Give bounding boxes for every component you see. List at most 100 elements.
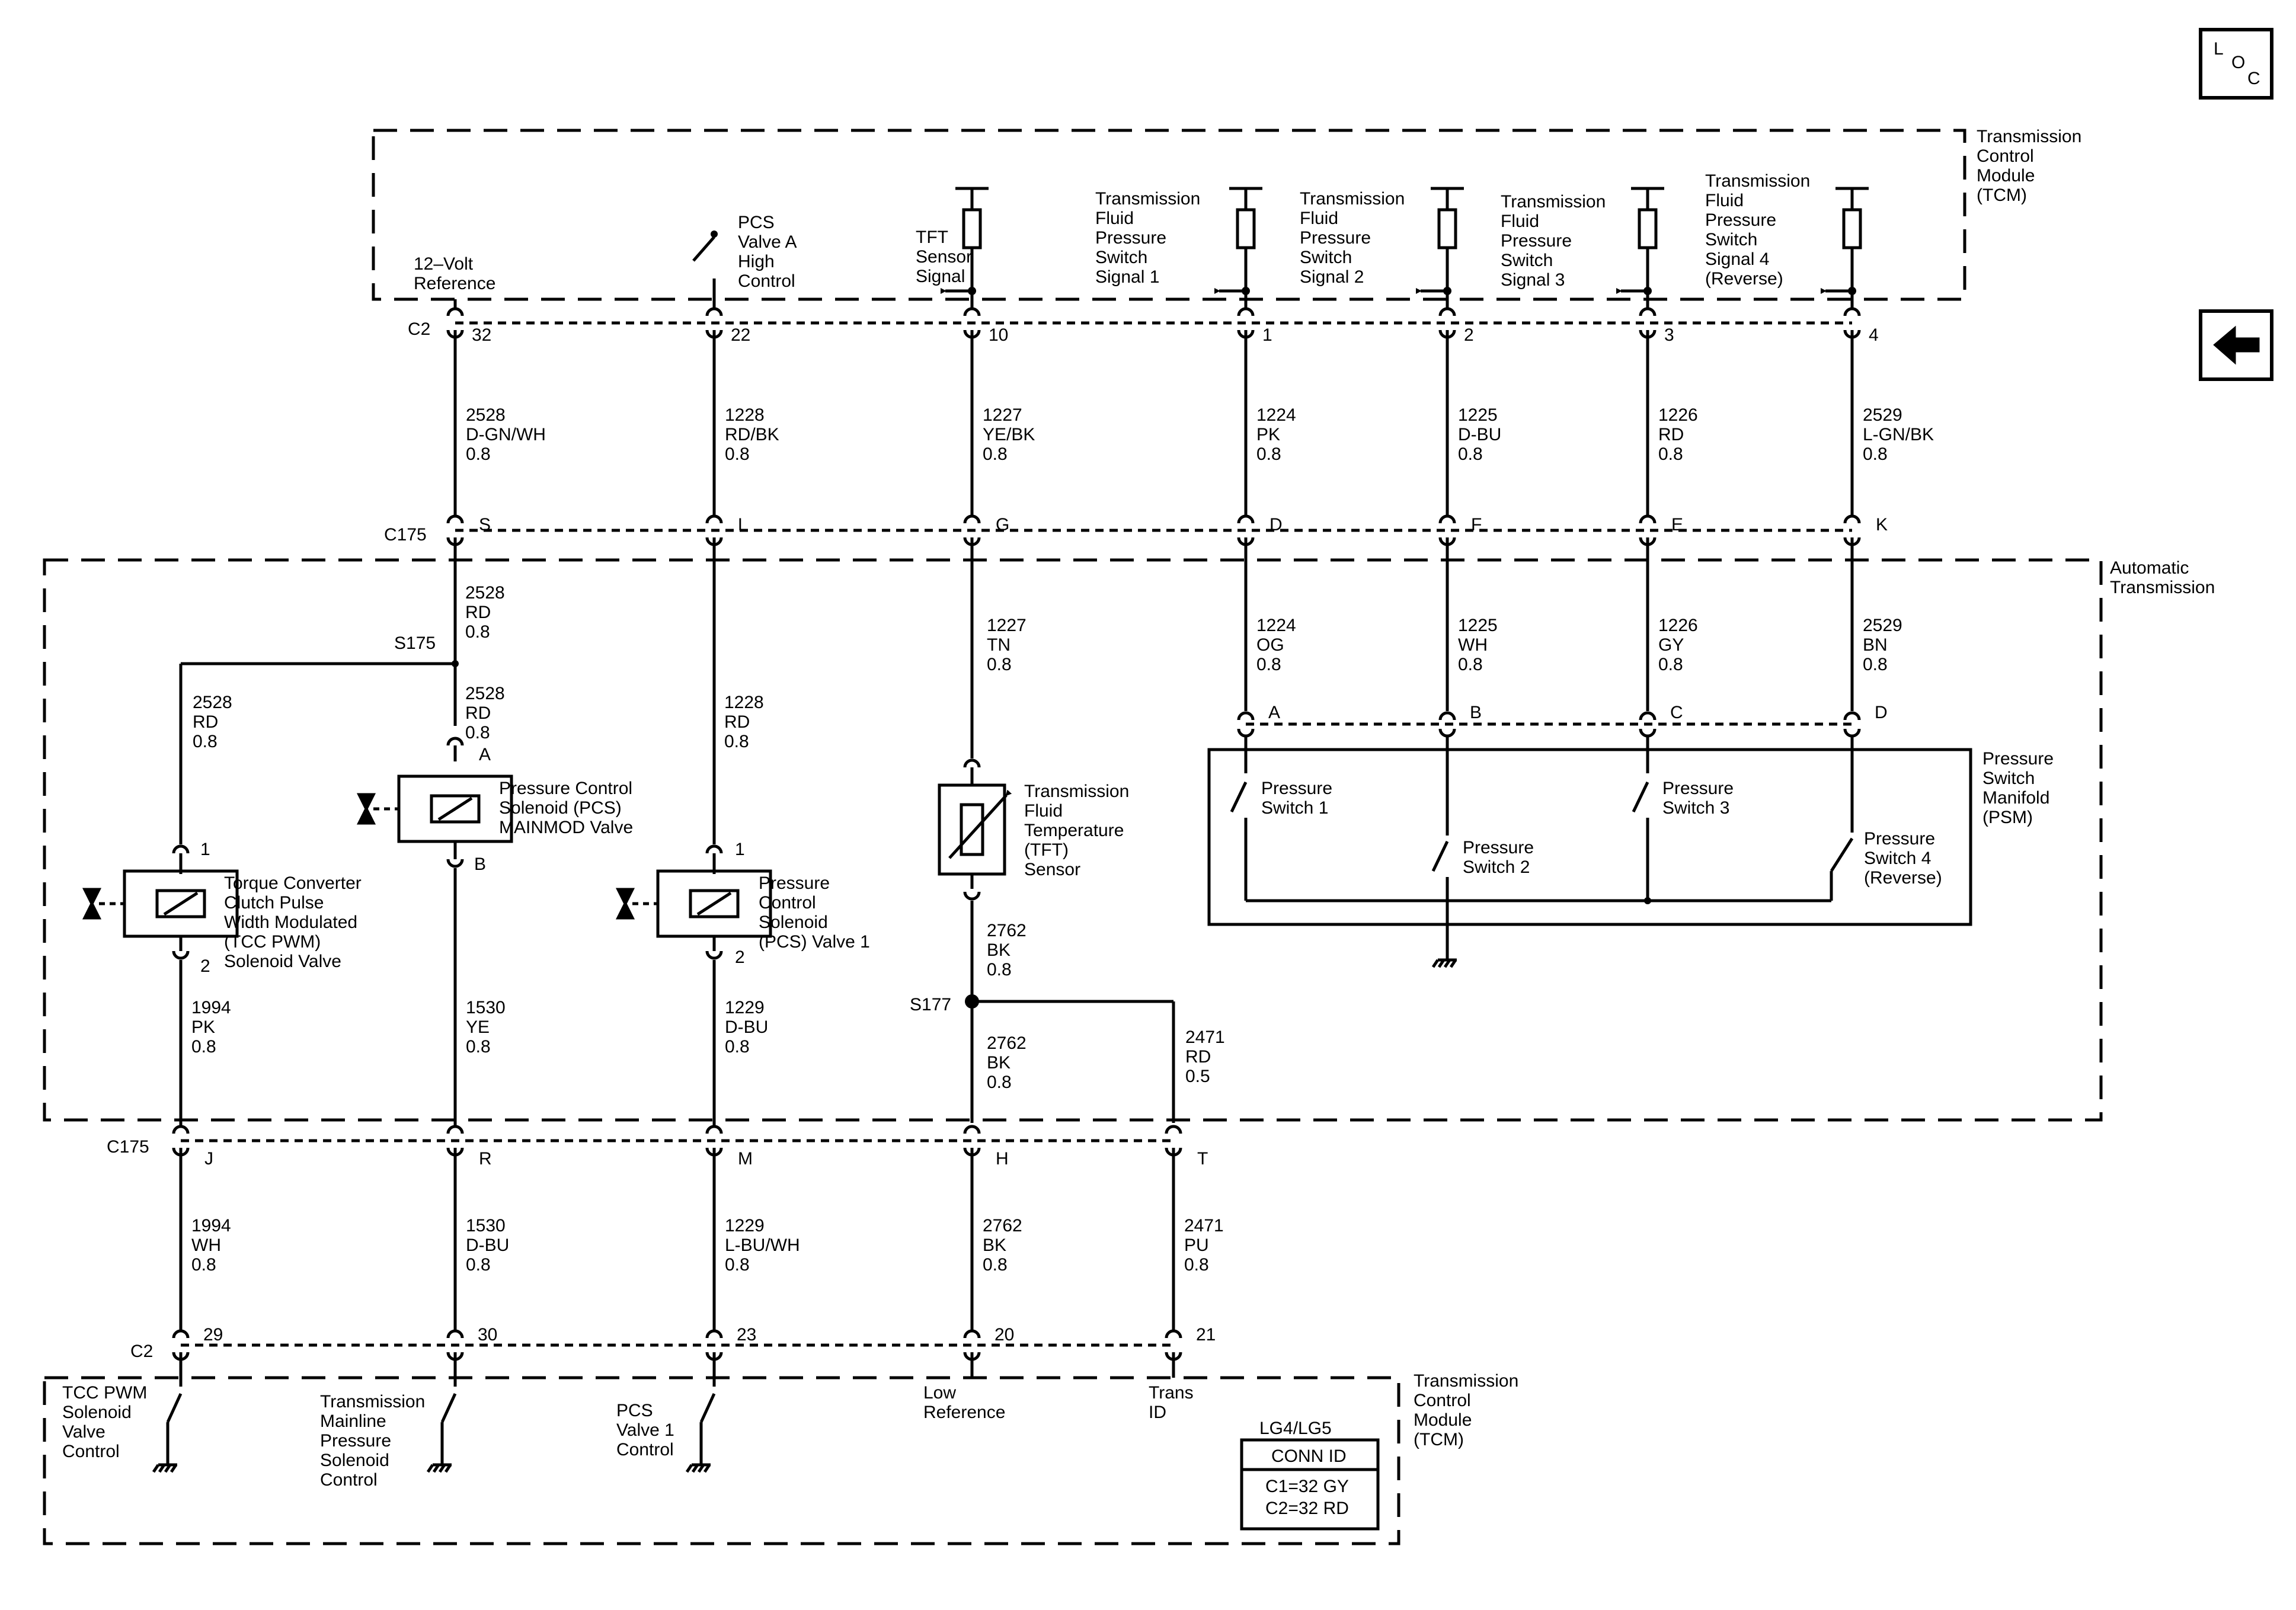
label-tfps-signal-4-line-1: Fluid — [1705, 191, 1744, 210]
tcm-input-6-pullup-resistor — [1842, 208, 1862, 249]
label-tfps-signal-2-line-0: Transmission — [1300, 189, 1405, 209]
wire-label-2528-rd-a-line-1: RD — [465, 603, 491, 622]
c175-bottom-terminal — [172, 1125, 190, 1134]
tcc-pin-1-terminal — [172, 844, 190, 854]
c2-top-pin-3: 3 — [1664, 325, 1674, 345]
c175-top-terminal — [705, 514, 723, 524]
upper-wire-label-1228-line-2: 0.8 — [725, 444, 750, 464]
label-tft-sensor-line-0: Transmission — [1024, 782, 1129, 801]
c175-top-terminal — [1843, 514, 1861, 524]
psm-label-line-2: Manifold — [1982, 788, 2049, 808]
label-tfps-signal-3-line-4: Signal 3 — [1501, 270, 1565, 290]
label-tfps-signal-3-line-3: Switch — [1501, 251, 1553, 270]
wire-label-2528-rd-b-line-2: 0.8 — [193, 732, 218, 751]
wire-label-1225-psm-line-2: 0.8 — [1458, 655, 1483, 674]
wire-label-2529-psm-line-1: BN — [1863, 635, 1888, 655]
wire-label-1229-mid-line-2: 0.8 — [725, 1037, 750, 1057]
label-pcs-valve-1-control-line-2: Control — [616, 1440, 674, 1459]
label-low-reference-line-1: Reference — [923, 1403, 1005, 1422]
c175-top-pin-E: E — [1671, 515, 1683, 534]
label-mainline-pressure-control-line-4: Control — [320, 1470, 378, 1490]
tcm-bottom-label-line-2: Module — [1414, 1410, 1472, 1430]
label-tfps-signal-3-line-2: Pressure — [1501, 231, 1572, 251]
wire-label-1227-tn-line-2: 0.8 — [987, 655, 1012, 674]
label-tfps-signal-1-line-4: Signal 1 — [1095, 267, 1159, 287]
wire-label-2528-rd-a-line-0: 2528 — [465, 583, 505, 603]
tcc-pwm-solenoid-coil-slash — [163, 891, 199, 916]
label-tft-sensor-signal-line-2: Signal — [916, 267, 965, 286]
c175-bottom-terminal — [1165, 1125, 1182, 1134]
s177-splice — [965, 994, 979, 1009]
label-pcs-valve-1-line-0: Pressure — [759, 873, 830, 893]
upper-wire-label-1228-line-1: RD/BK — [725, 425, 779, 444]
label-mainline-pressure-control-line-2: Pressure — [320, 1431, 391, 1451]
label-tfps-signal-2-line-4: Signal 2 — [1300, 267, 1364, 287]
wire-label-2528-rd-b-line-1: RD — [193, 712, 218, 732]
c175-top-pin-G: G — [996, 515, 1009, 534]
tcm-bottom-ground-hatch — [685, 1464, 693, 1473]
tcm-top-label-line-1: Control — [1977, 146, 2034, 166]
wire-label-2529-psm-line-0: 2529 — [1863, 616, 1902, 635]
c175-top-pin-S: S — [479, 515, 491, 534]
c175-bottom-terminal — [963, 1125, 981, 1134]
c175-top-label: C175 — [384, 525, 427, 545]
label-tcc-pwm-control-line-3: Control — [62, 1442, 120, 1461]
c175-bottom-pin-H: H — [996, 1149, 1009, 1169]
upper-wire-label-1226-line-1: RD — [1658, 425, 1684, 444]
conn-id-variant: LG4/LG5 — [1259, 1419, 1332, 1438]
wire-label-1530-mid-line-1: YE — [466, 1017, 490, 1037]
label-12v-reference-line-1: Reference — [414, 274, 495, 293]
label-tfps-signal-1-line-3: Switch — [1095, 248, 1147, 267]
wire-label-1228-rd-line-1: RD — [724, 712, 750, 732]
c2-top-pin-22: 22 — [731, 325, 750, 345]
wire-label-1530-mid-line-0: 1530 — [466, 998, 506, 1017]
wire-label-1225-psm-line-1: WH — [1458, 635, 1488, 655]
psm-ground-hatch — [1431, 959, 1440, 968]
label-mainline-pressure-control-line-1: Mainline — [320, 1411, 386, 1431]
wire-label-1224-psm-line-0: 1224 — [1256, 616, 1296, 635]
upper-wire-label-1226-line-0: 1226 — [1658, 405, 1698, 425]
wire-label-2471-rd-line-2: 0.5 — [1185, 1067, 1210, 1086]
psm-terminal-top — [1843, 711, 1861, 721]
tcm-input-3-node — [1242, 287, 1250, 295]
conn-id-c1: C1=32 GY — [1265, 1477, 1349, 1496]
c2-top-pin-1: 1 — [1262, 325, 1272, 345]
s175-label: S175 — [394, 633, 436, 653]
c175-bottom-pin-R: R — [479, 1149, 492, 1169]
tcm-bottom-ground-hatch — [432, 1464, 440, 1473]
upper-wire-label-2528-line-0: 2528 — [466, 405, 506, 425]
ps3-blade — [1632, 781, 1649, 813]
tcm-bottom-ground-hatch — [170, 1464, 178, 1473]
c175-top-pin-D: D — [1269, 515, 1283, 534]
c2-bottom-pin-21: 21 — [1196, 1325, 1216, 1345]
c2-bottom-terminal — [446, 1329, 464, 1339]
tcm-input-4-pullup-resistor — [1437, 208, 1457, 249]
psm-pin-C: C — [1670, 703, 1683, 722]
tft-sensor-box — [938, 783, 1006, 876]
lower-wire-label-1994-line-0: 1994 — [191, 1216, 231, 1235]
upper-wire-label-1227-line-2: 0.8 — [983, 444, 1008, 464]
wire-label-1530-mid-line-2: 0.8 — [466, 1037, 491, 1057]
tcc-pwm-solenoid-valve-icon — [82, 888, 102, 920]
label-pressure-switch-3-line-1: Switch 3 — [1662, 798, 1729, 818]
tcm-bottom-ground-hatch — [703, 1464, 711, 1473]
pcs-a-high-switch — [692, 236, 715, 262]
c2-bottom-pin-20: 20 — [994, 1325, 1014, 1345]
pcs1-pin-2: 2 — [735, 948, 745, 967]
tcm-input-2-node — [968, 287, 976, 295]
psm-pin-B: B — [1470, 703, 1482, 722]
c2-top-pin-10: 10 — [989, 325, 1008, 345]
loc-letter-c: C — [2247, 69, 2260, 88]
label-tcc-pwm-solenoid-line-3: (TCC PWM) — [224, 932, 321, 952]
upper-wire-label-1225-line-2: 0.8 — [1458, 444, 1483, 464]
conn-id-title: CONN ID — [1271, 1446, 1347, 1466]
wire-label-1229-mid-line-1: D-BU — [725, 1017, 768, 1037]
tcm-bottom-ground-hatch — [152, 1464, 160, 1473]
label-tfps-signal-3-line-1: Fluid — [1501, 212, 1539, 231]
psm-frame — [1207, 748, 1972, 926]
label-mainline-pressure-control-line-0: Transmission — [320, 1392, 425, 1411]
c2-bottom-terminal — [705, 1329, 723, 1339]
c175-top-terminal — [963, 514, 981, 524]
lower-wire-label-1994-line-2: 0.8 — [191, 1255, 216, 1275]
label-pcs-valve-a-high-control-line-3: Control — [738, 271, 795, 291]
